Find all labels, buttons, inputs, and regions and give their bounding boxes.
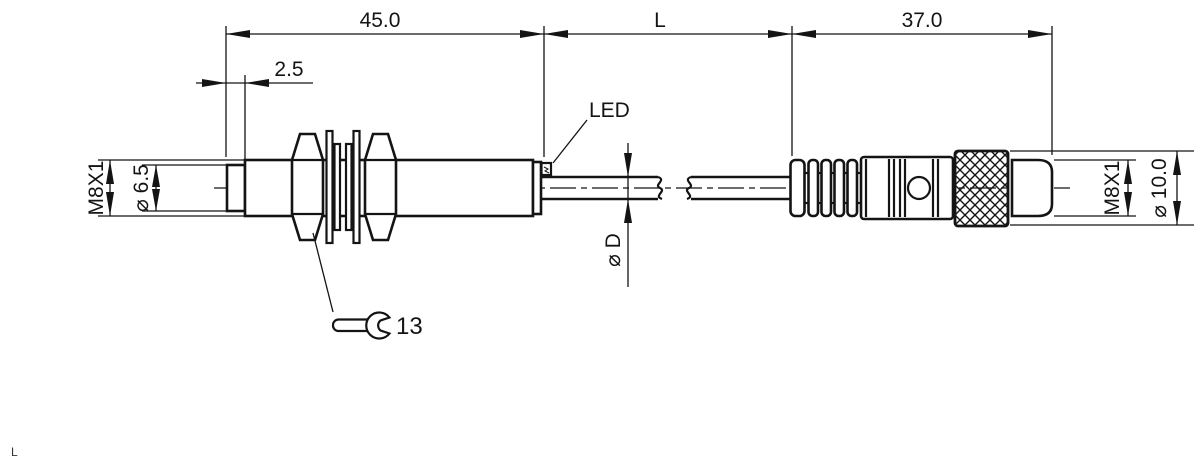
strain-relief-ribs [789, 158, 859, 218]
dim-tip-diameter: ⌀ 6.5 [130, 164, 153, 212]
wrench-icon [331, 311, 392, 340]
hex-nut-front [290, 132, 325, 242]
dim-wrench-size: 13 [396, 313, 423, 340]
dim-connector-length: 37.0 [902, 9, 943, 32]
right-dimensions: M8X1 ⌀ 10.0 [1010, 150, 1194, 226]
dim-housing-length: 45.0 [360, 9, 401, 32]
wrench-leader-line [312, 232, 334, 313]
ext-lines-plug-thread [1054, 159, 1136, 217]
led-leader-line [552, 119, 588, 164]
top-dimensions: 45.0 L 37.0 [225, 9, 1053, 157]
connector-body [859, 155, 955, 221]
ext-lines-thread-od [98, 159, 244, 217]
sensor-housing [225, 129, 543, 245]
hex-nut-rear [363, 132, 398, 242]
wrench-callout: 13 [312, 232, 423, 340]
cable-diameter-dimension: ⌀ D [602, 143, 632, 287]
dim-tip-length: 2.5 [274, 58, 303, 81]
cable-break-left [656, 175, 664, 201]
connector [789, 149, 1054, 228]
cable-break-right [685, 175, 693, 201]
corner-mark: L [11, 445, 18, 459]
sensing-tip [225, 163, 247, 213]
dim-thread-left: M8X1 [85, 161, 108, 216]
ext-lines-connector-diameter [1010, 150, 1194, 226]
led-label: LED [589, 99, 630, 122]
knurled-coupling-nut [953, 149, 1010, 228]
dim-cable-length: L [654, 9, 666, 32]
cable [541, 175, 792, 201]
dim-cable-diameter: ⌀ D [602, 233, 625, 267]
dim-thread-right: M8X1 [1101, 161, 1124, 216]
led-callout: LED [552, 99, 630, 164]
connector-body-hole [906, 175, 932, 201]
left-dimensions: M8X1 ⌀ 6.5 [85, 159, 244, 217]
m8-plug [1010, 158, 1054, 218]
led-indicator [540, 161, 553, 177]
lock-washers [325, 129, 361, 245]
tip-length-dimension: 2.5 [196, 58, 313, 159]
dim-connector-diameter: ⌀ 10.0 [1148, 158, 1171, 217]
housing-end-cap [531, 160, 543, 216]
